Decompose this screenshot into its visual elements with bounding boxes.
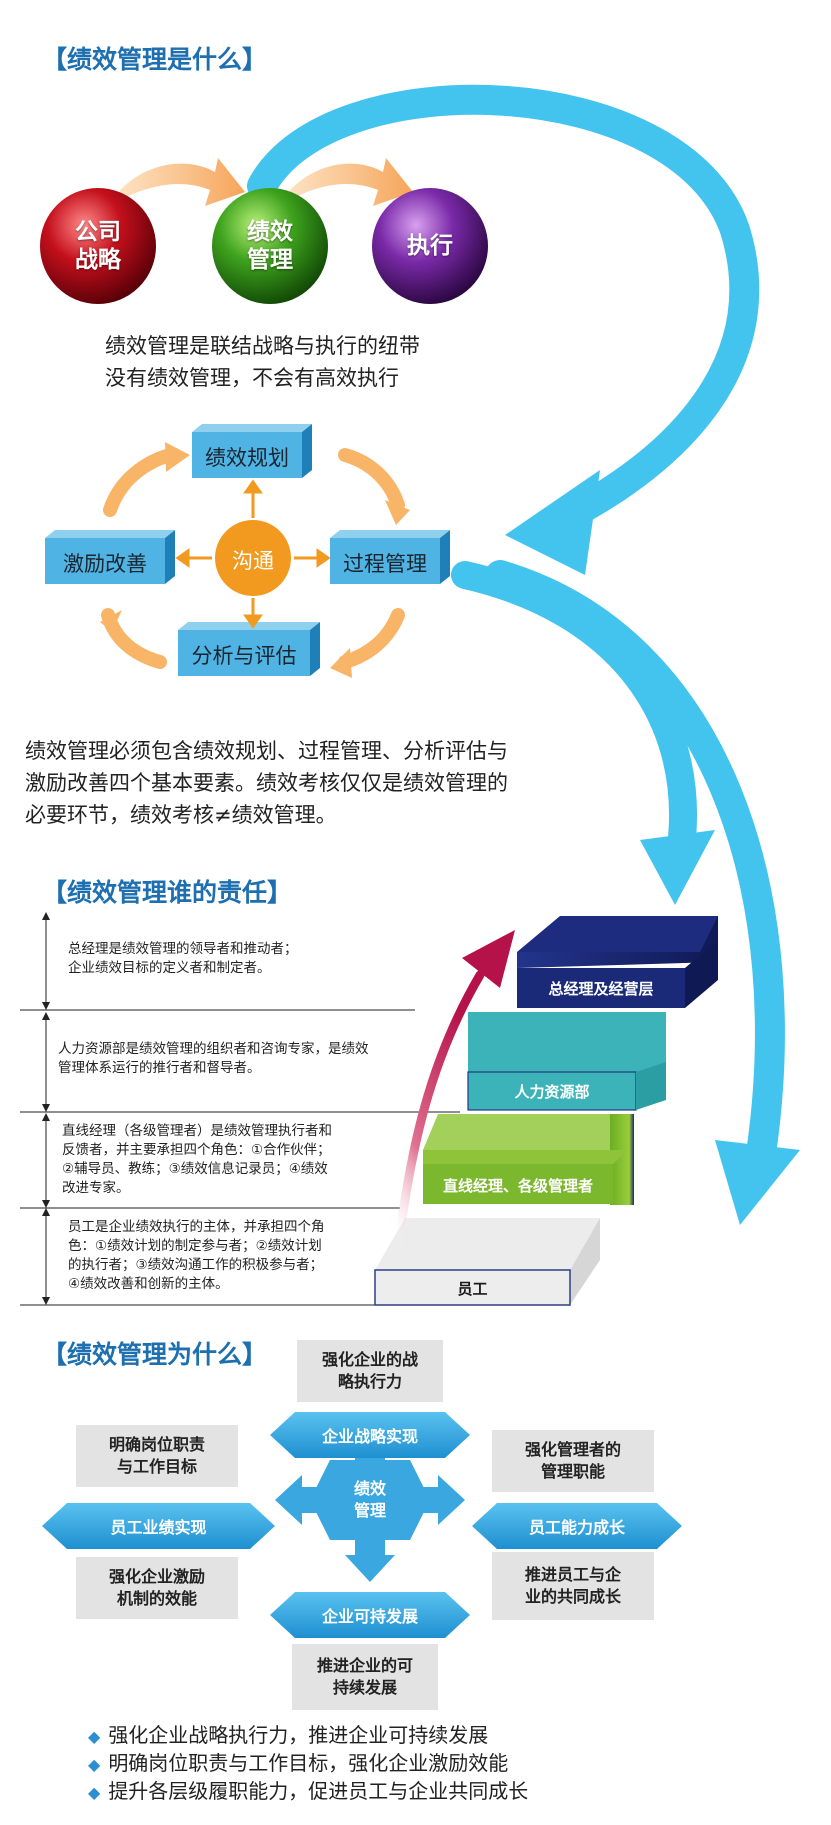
sphere-execution-text: 执行 [407, 233, 453, 259]
tagline-line-2: 没有绩效管理，不会有高效执行 [105, 366, 399, 390]
why-center-label: 绩效 管理 [353, 1479, 386, 1520]
heading-why: 【绩效管理为什么】 [42, 1340, 268, 1369]
elements-line-2: 激励改善四个基本要素。绩效考核仅仅是绩效管理的 [25, 771, 508, 795]
resp-gm-line-2: 企业绩效目标的定义者和制定者。 [68, 960, 271, 976]
resp-line-manager: 直线经理（各级管理者）是绩效管理执行者和 反馈者，并主要承担四个角色：①合作伙伴… [62, 1122, 332, 1198]
step-label-gm: 总经理及经营层 [548, 980, 654, 998]
curved-arrow-1 [247, 84, 760, 535]
hex-employee-growth: 员工能力成长 [528, 1518, 625, 1537]
sphere-label-execution: 执行 [380, 232, 480, 260]
peach-arrow-1 [120, 158, 245, 206]
cycle-box-bottom [178, 622, 320, 676]
why-bullet-3-text: 提升各层级履职能力，促进员工与企业共同成长 [108, 1779, 529, 1803]
step-label-line-manager: 直线经理、各级管理者 [442, 1177, 593, 1195]
stair-employee [374, 1218, 600, 1306]
heading-who: 【绩效管理谁的责任】 [42, 878, 293, 907]
stair-hr [467, 1012, 666, 1111]
elements-line-3: 必要环节，绩效考核≠绩效管理。 [25, 803, 337, 827]
tagline-line-1: 绩效管理是联结战略与执行的纽带 [105, 334, 420, 358]
hex-strategy-realization: 企业战略实现 [321, 1427, 418, 1446]
bullet-diamond-icon: ◆ [88, 1783, 101, 1802]
resp-lm-line-1: 直线经理（各级管理者）是绩效管理执行者和 [62, 1123, 332, 1139]
box-incentive-mechanism: 强化企业激励 机制的效能 [76, 1557, 238, 1619]
cycle-label-evaluation: 分析与评估 [191, 644, 297, 668]
stair-line-manager [423, 1114, 634, 1205]
resp-gm: 总经理是绩效管理的领导者和推动者； 企业绩效目标的定义者和制定者。 [68, 940, 298, 978]
box-strategy-execution: 强化企业的战 略执行力 [297, 1340, 443, 1402]
sphere-execution [372, 188, 488, 304]
sphere-label-strategy: 公司 战略 [48, 218, 148, 274]
bullet-diamond-icon: ◆ [88, 1755, 101, 1774]
sphere-performance-text: 绩效 管理 [247, 219, 293, 273]
cycle-label-planning: 绩效规划 [205, 446, 289, 470]
why-center-bg [310, 1460, 430, 1540]
why-bullet-1-text: 强化企业战略执行力，推进企业可持续发展 [108, 1723, 489, 1747]
box-common-growth: 推进员工与企 业的共同成长 [492, 1552, 654, 1620]
why-bullet-1: ◆ 强化企业战略执行力，推进企业可持续发展 [88, 1722, 528, 1750]
hex-sustainable-development: 企业可持发展 [321, 1607, 418, 1626]
sphere-label-performance: 绩效 管理 [220, 218, 320, 274]
cycle-label-communication: 沟通 [232, 549, 274, 573]
responsibility-frame [20, 914, 460, 1306]
curved-arrow-2-head [640, 830, 715, 905]
bullet-diamond-icon: ◆ [88, 1727, 101, 1746]
curved-arrow-3-head [715, 1140, 800, 1225]
sphere-strategy-text: 公司 战略 [75, 219, 121, 273]
resp-lm-line-3: ②辅导员、教练；③绩效信息记录员；④绩效 [62, 1161, 328, 1177]
resp-lm-line-4: 改进专家。 [62, 1180, 130, 1196]
box-job-duties: 明确岗位职责 与工作目标 [76, 1425, 238, 1487]
magenta-arrow [393, 970, 485, 1255]
why-bullets: ◆ 强化企业战略执行力，推进企业可持续发展 ◆ 明确岗位职责与工作目标，强化企业激励… [88, 1722, 528, 1806]
cycle-label-process: 过程管理 [343, 552, 427, 576]
resp-hr: 人力资源部是绩效管理的组织者和咨询专家，是绩效 管理体系运行的推行者和督导者。 [58, 1040, 369, 1078]
hex-top [270, 1412, 470, 1458]
sphere-performance [212, 188, 328, 304]
peach-arrow-2 [290, 158, 413, 206]
cycle-orange-arrows [101, 448, 405, 669]
resp-employee: 员工是企业绩效执行的主体，并承担四个角 色：①绩效计划的制定参与者；②绩效计划 … [68, 1218, 325, 1294]
why-bullet-3: ◆ 提升各层级履职能力，促进员工与企业共同成长 [88, 1778, 528, 1806]
elements-paragraph: 绩效管理必须包含绩效规划、过程管理、分析评估与 激励改善四个基本要素。绩效考核仅… [25, 735, 508, 831]
resp-emp-line-1: 员工是企业绩效执行的主体，并承担四个角 [68, 1219, 325, 1235]
curved-arrow-3 [485, 560, 785, 1175]
cycle-box-top [192, 424, 312, 478]
resp-hr-line-1: 人力资源部是绩效管理的组织者和咨询专家，是绩效 [58, 1041, 369, 1057]
cycle-center-dot [215, 520, 291, 596]
hex-employee-performance: 员工业绩实现 [110, 1518, 207, 1537]
stair-gm [517, 916, 718, 1008]
cycle-box-left [45, 530, 175, 584]
hex-right [472, 1503, 682, 1549]
resp-emp-line-3: 的执行者；③绩效沟通工作的积极参与者； [68, 1257, 324, 1273]
cycle-label-incentive: 激励改善 [63, 552, 147, 576]
resp-emp-line-4: ④绩效改善和创新的主体。 [68, 1276, 229, 1292]
curved-arrow-1-head [505, 470, 600, 575]
step-label-hr: 人力资源部 [514, 1083, 590, 1101]
tagline: 绩效管理是联结战略与执行的纽带 没有绩效管理，不会有高效执行 [105, 330, 420, 394]
sphere-strategy [40, 188, 156, 304]
cycle-center-arrows [175, 479, 331, 629]
hex-left [42, 1503, 275, 1549]
elements-line-1: 绩效管理必须包含绩效规划、过程管理、分析评估与 [25, 739, 508, 763]
cycle-box-right [330, 530, 450, 584]
box-manager-function: 强化管理者的 管理职能 [492, 1430, 654, 1492]
step-label-employee: 员工 [457, 1280, 488, 1298]
resp-hr-line-2: 管理体系运行的推行者和督导者。 [58, 1060, 261, 1076]
hex-bottom [270, 1592, 470, 1638]
why-bullet-2: ◆ 明确岗位职责与工作目标，强化企业激励效能 [88, 1750, 528, 1778]
resp-gm-line-1: 总经理是绩效管理的领导者和推动者； [68, 941, 298, 957]
resp-emp-line-2: 色：①绩效计划的制定参与者；②绩效计划 [68, 1238, 322, 1254]
heading-what: 【绩效管理是什么】 [42, 45, 268, 74]
box-sustainable: 推进企业的可 持续发展 [292, 1644, 438, 1710]
why-bullet-2-text: 明确岗位职责与工作目标，强化企业激励效能 [108, 1751, 509, 1775]
resp-lm-line-2: 反馈者，并主要承担四个角色：①合作伙伴； [62, 1142, 331, 1158]
